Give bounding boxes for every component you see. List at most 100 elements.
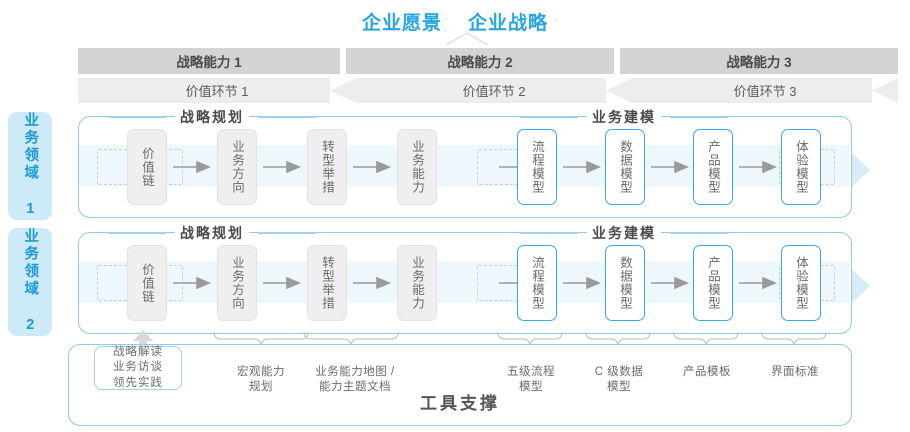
row-1-planning-caption: 战略规划 bbox=[108, 107, 316, 127]
arrow-up-value-chain-icon bbox=[133, 330, 153, 352]
tool-label-capability-map: 业务能力地图 / 能力主题文档 bbox=[296, 350, 414, 396]
node-label: 业务方向 bbox=[230, 256, 244, 310]
tool-chip-strategy-inputs[interactable]: 战略解读 业务访谈 领先实践 bbox=[94, 346, 182, 390]
tool-label-text: 五级流程 模型 bbox=[507, 366, 555, 394]
node-label: 价值链 bbox=[140, 262, 154, 304]
node-label: 业务能力 bbox=[410, 256, 424, 310]
value-link-label-1: 价值环节 1 bbox=[185, 84, 249, 99]
row-2-modeling-caption: 业务建模 bbox=[520, 223, 728, 243]
value-link-bar-3: 价值环节 3 bbox=[632, 78, 898, 103]
node-row2-transformation-measures[interactable]: 转型举措 bbox=[307, 245, 347, 321]
capability-label-2: 战略能力 2 bbox=[447, 55, 513, 70]
value-link-row: 价值环节 1 价值环节 2 价值环节 3 bbox=[78, 78, 898, 103]
node-row1-data-model[interactable]: 数据模型 bbox=[605, 129, 645, 205]
domain-label-2: 业务领域 2 bbox=[22, 228, 39, 336]
value-link-label-3: 价值环节 3 bbox=[733, 84, 797, 99]
node-row1-experience-model[interactable]: 体验模型 bbox=[781, 129, 821, 205]
node-row2-business-capability[interactable]: 业务能力 bbox=[397, 245, 437, 321]
node-label: 数据模型 bbox=[618, 140, 632, 194]
tool-label-text: C 级数据 模型 bbox=[594, 366, 644, 394]
node-label: 流程模型 bbox=[530, 140, 544, 194]
tool-label-product-template: 产品模板 bbox=[666, 350, 748, 380]
section-title-planning: 战略规划 bbox=[175, 223, 249, 243]
tool-label-ui-standard: 界面标准 bbox=[754, 350, 836, 380]
tool-support-container: 工具支撑 bbox=[68, 344, 852, 426]
arrow-right-icon bbox=[739, 161, 777, 173]
node-row2-product-model[interactable]: 产品模型 bbox=[693, 245, 733, 321]
section-title-planning: 战略规划 bbox=[175, 107, 249, 127]
domain-row-2: 价值链 业务方向 转型举措 业务能力 流程模型 数据模型 bbox=[78, 232, 852, 334]
tool-label-text: 业务能力地图 / 能力主题文档 bbox=[315, 366, 395, 394]
capability-bar-3: 战略能力 3 bbox=[620, 48, 898, 74]
arrow-right-icon bbox=[739, 277, 777, 289]
caption-rule-left bbox=[520, 116, 578, 118]
node-label: 转型举措 bbox=[320, 256, 334, 310]
caption-rule-right bbox=[258, 232, 316, 234]
caption-rule-right bbox=[670, 232, 728, 234]
node-label: 转型举措 bbox=[320, 140, 334, 194]
node-label: 数据模型 bbox=[618, 256, 632, 310]
arrow-right-icon bbox=[651, 161, 689, 173]
node-row1-value-chain[interactable]: 价值链 bbox=[127, 129, 167, 205]
arrow-right-icon bbox=[173, 161, 211, 173]
arrow-right-icon bbox=[263, 277, 301, 289]
enterprise-strategy-title: 企业战略 bbox=[468, 12, 549, 34]
arrow-right-icon bbox=[263, 161, 301, 173]
tool-label-process-model: 五级流程 模型 bbox=[490, 350, 572, 396]
enterprise-vision-title: 企业愿景 bbox=[361, 12, 442, 34]
tool-label-macro-capability: 宏观能力 规划 bbox=[212, 350, 310, 396]
node-label: 体验模型 bbox=[794, 256, 808, 310]
value-link-bar-1: 价值环节 1 bbox=[78, 78, 356, 103]
tool-label-text: 产品模板 bbox=[683, 366, 731, 379]
tool-support-title: 工具支撑 bbox=[420, 394, 500, 413]
node-row1-transformation-measures[interactable]: 转型举措 bbox=[307, 129, 347, 205]
section-title-modeling: 业务建模 bbox=[587, 107, 661, 127]
tool-label-text: 界面标准 bbox=[771, 366, 819, 379]
row-2-planning-caption: 战略规划 bbox=[108, 223, 316, 243]
capability-label-1: 战略能力 1 bbox=[176, 55, 242, 70]
node-row1-business-direction[interactable]: 业务方向 bbox=[217, 129, 257, 205]
sidebar-domain-1[interactable]: 业务领域 1 bbox=[8, 112, 52, 220]
caption-rule-right bbox=[258, 116, 316, 118]
arrow-right-icon bbox=[563, 277, 601, 289]
vision-strategy-header: 企业愿景 企业战略 bbox=[0, 6, 910, 36]
sidebar-domain-2[interactable]: 业务领域 2 bbox=[8, 228, 52, 336]
node-row2-value-chain[interactable]: 价值链 bbox=[127, 245, 167, 321]
caption-rule-left bbox=[108, 232, 166, 234]
caption-rule-left bbox=[520, 232, 578, 234]
node-row1-business-capability[interactable]: 业务能力 bbox=[397, 129, 437, 205]
arrow-right-icon bbox=[353, 161, 391, 173]
node-row1-process-model[interactable]: 流程模型 bbox=[517, 129, 557, 205]
node-row2-data-model[interactable]: 数据模型 bbox=[605, 245, 645, 321]
node-row2-experience-model[interactable]: 体验模型 bbox=[781, 245, 821, 321]
node-label: 业务方向 bbox=[230, 140, 244, 194]
node-row2-process-model[interactable]: 流程模型 bbox=[517, 245, 557, 321]
node-label: 价值链 bbox=[140, 146, 154, 188]
value-link-bar-2: 价值环节 2 bbox=[356, 78, 632, 103]
node-label: 业务能力 bbox=[410, 140, 424, 194]
tool-chip-label: 战略解读 业务访谈 领先实践 bbox=[113, 346, 163, 389]
node-row2-business-direction[interactable]: 业务方向 bbox=[217, 245, 257, 321]
value-link-label-2: 价值环节 2 bbox=[462, 84, 526, 99]
tool-label-text: 宏观能力 规划 bbox=[237, 366, 285, 394]
capability-label-3: 战略能力 3 bbox=[726, 55, 792, 70]
arrow-right-icon bbox=[353, 277, 391, 289]
caret-up-icon bbox=[445, 32, 489, 46]
row-1-modeling-caption: 业务建模 bbox=[520, 107, 728, 127]
caption-rule-right bbox=[670, 116, 728, 118]
node-label: 产品模型 bbox=[706, 256, 720, 310]
caption-rule-left bbox=[108, 116, 166, 118]
arrow-right-icon bbox=[651, 277, 689, 289]
node-label: 流程模型 bbox=[530, 256, 544, 310]
arrow-right-icon bbox=[563, 161, 601, 173]
domain-label-1: 业务领域 1 bbox=[22, 112, 39, 220]
node-label: 体验模型 bbox=[794, 140, 808, 194]
arrow-right-icon bbox=[173, 277, 211, 289]
tool-label-data-model: C 级数据 模型 bbox=[578, 350, 660, 396]
strategic-capability-row: 战略能力 1 战略能力 2 战略能力 3 bbox=[78, 48, 898, 74]
node-row1-product-model[interactable]: 产品模型 bbox=[693, 129, 733, 205]
capability-bar-2: 战略能力 2 bbox=[346, 48, 614, 74]
capability-bar-1: 战略能力 1 bbox=[78, 48, 340, 74]
domain-row-1: 价值链 业务方向 转型举措 业务能力 流程模型 数据模型 bbox=[78, 116, 852, 218]
